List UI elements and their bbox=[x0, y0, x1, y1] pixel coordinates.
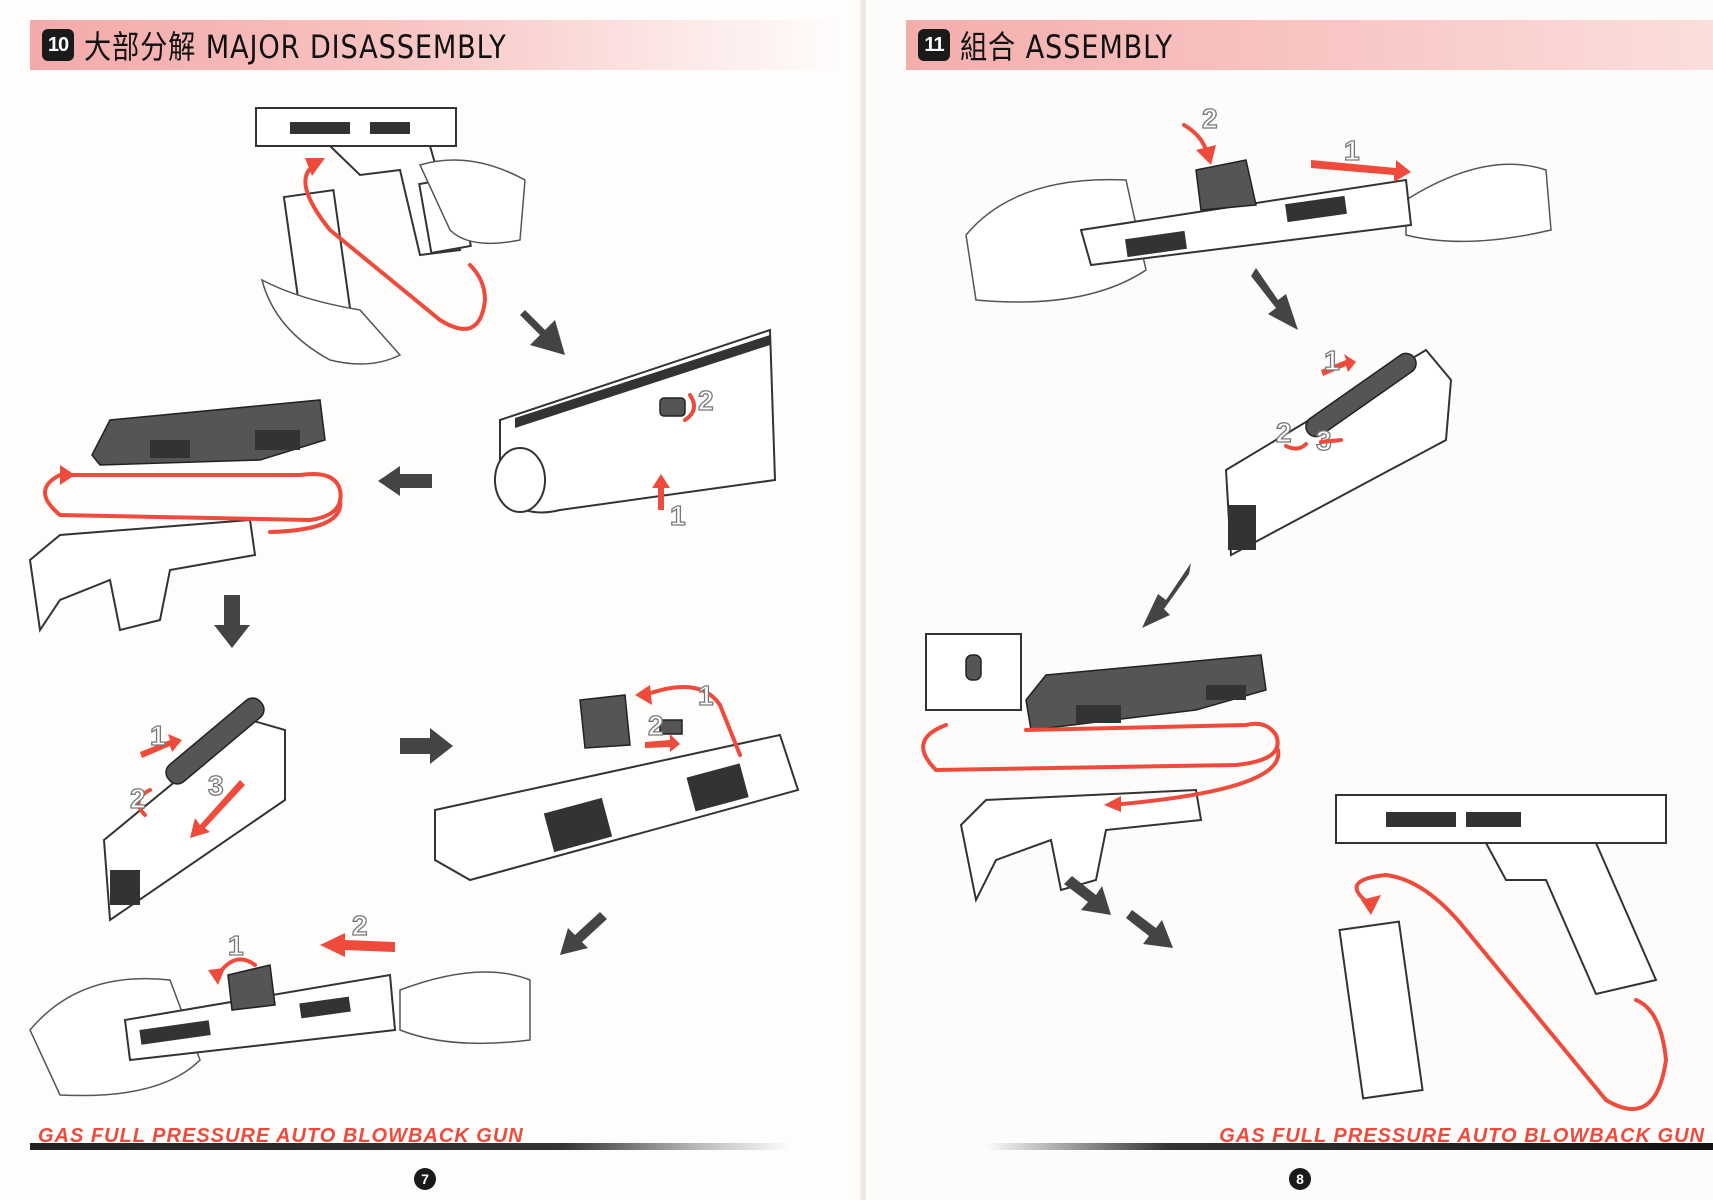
section-title: 大部分解 MAJOR DISASSEMBLY bbox=[84, 28, 507, 66]
step-label: 2 bbox=[648, 710, 664, 741]
assembly-illustrations: 2 1 1 2 3 bbox=[921, 102, 1669, 1111]
page-gutter bbox=[860, 0, 868, 1200]
illustration-insert-hop-up: 2 1 bbox=[965, 102, 1552, 330]
step-label: 1 bbox=[150, 720, 166, 751]
page-number: 8 bbox=[1289, 1168, 1311, 1190]
page-footer: GAS FULL PRESSURE AUTO BLOWBACK GUN bbox=[30, 1124, 790, 1150]
step-label: 3 bbox=[208, 770, 224, 801]
illustration-insert-magazine bbox=[1335, 794, 1669, 1111]
section-number-badge: 10 bbox=[42, 29, 74, 61]
footer-bar bbox=[986, 1143, 1713, 1150]
footer-bar bbox=[30, 1143, 790, 1150]
page-number: 7 bbox=[414, 1168, 436, 1190]
step-label: 1 bbox=[1324, 345, 1340, 376]
disassembly-illustrations: 2 1 1 2 3 bbox=[28, 107, 800, 1097]
illustration-slide-with-hands: 1 2 bbox=[29, 909, 531, 1097]
illustration-remove-slide bbox=[28, 399, 341, 648]
right-page-assembly: 11 組合 ASSEMBLY 2 1 1 2 3 bbox=[866, 0, 1713, 1200]
step-label: 2 bbox=[698, 385, 714, 416]
step-label: 2 bbox=[130, 783, 146, 814]
illustration-remove-magazine bbox=[255, 107, 565, 365]
illustration-hop-up-removal: 1 2 bbox=[434, 679, 800, 955]
footer-product-name: GAS FULL PRESSURE AUTO BLOWBACK GUN bbox=[1219, 1125, 1705, 1147]
illustration-install-spring: 1 2 3 bbox=[1142, 344, 1453, 628]
section-header: 11 組合 ASSEMBLY bbox=[906, 20, 1713, 70]
section-number-badge: 11 bbox=[918, 29, 950, 61]
section-title: 組合 ASSEMBLY bbox=[960, 28, 1174, 66]
illustration-recoil-spring: 1 2 3 bbox=[102, 697, 453, 922]
step-label: 1 bbox=[698, 680, 714, 711]
section-header: 10 大部分解 MAJOR DISASSEMBLY bbox=[30, 20, 840, 70]
footer-product-name: GAS FULL PRESSURE AUTO BLOWBACK GUN bbox=[38, 1125, 524, 1147]
illustration-takedown-lever: 2 1 bbox=[378, 328, 777, 532]
illustration-install-slide bbox=[921, 633, 1281, 948]
step-label: 1 bbox=[670, 500, 686, 531]
page-footer: GAS FULL PRESSURE AUTO BLOWBACK GUN bbox=[986, 1124, 1713, 1150]
step-label: 2 bbox=[1276, 417, 1292, 448]
step-label: 2 bbox=[1202, 103, 1218, 134]
step-label: 1 bbox=[1344, 135, 1360, 166]
left-page-disassembly: 10 大部分解 MAJOR DISASSEMBLY 2 1 bbox=[28, 20, 840, 1190]
step-label: 1 bbox=[228, 930, 244, 961]
step-label: 2 bbox=[352, 910, 368, 941]
